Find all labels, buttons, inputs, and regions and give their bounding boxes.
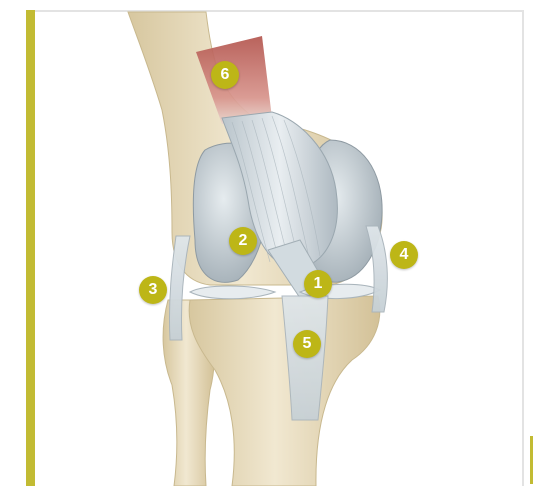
callout-marker-2[interactable]: 2 (229, 227, 257, 255)
lateral-meniscus (190, 286, 275, 299)
callout-marker-3[interactable]: 3 (139, 276, 167, 304)
callout-marker-5[interactable]: 5 (293, 330, 321, 358)
callout-marker-6[interactable]: 6 (211, 61, 239, 89)
callout-marker-1[interactable]: 1 (304, 270, 332, 298)
callout-marker-4[interactable]: 4 (390, 241, 418, 269)
